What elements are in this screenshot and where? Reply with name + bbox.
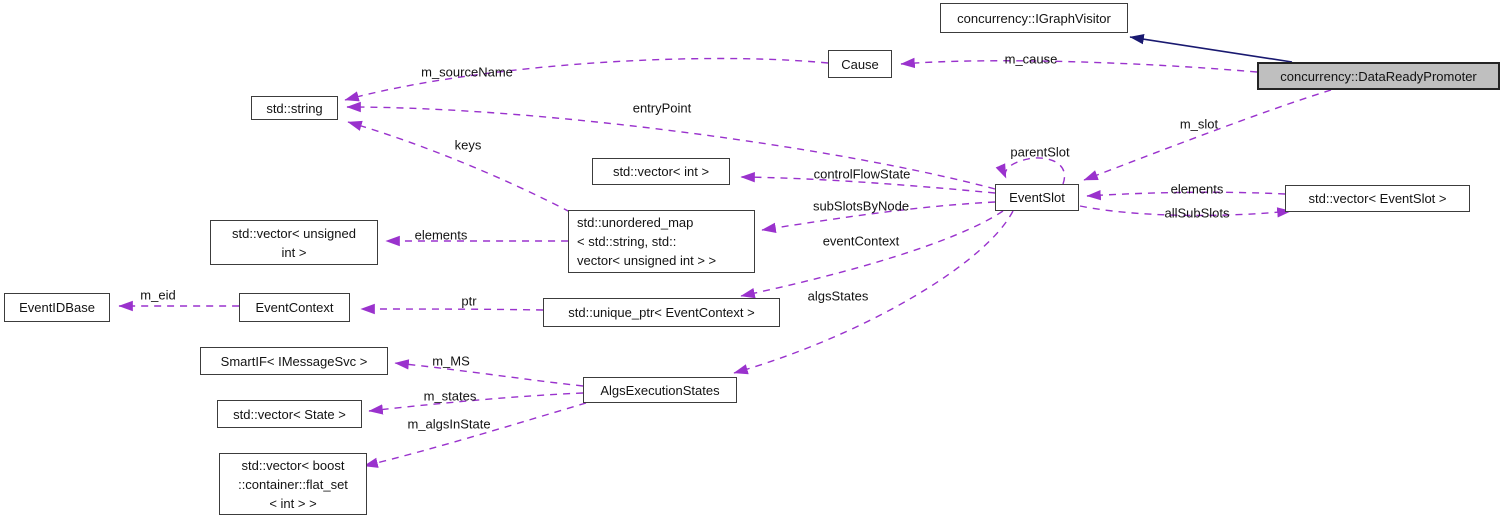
edge-ptr [360,303,544,315]
node-std-vector-int[interactable]: std::vector< int > [592,158,730,185]
edge-m-source-name [344,57,829,102]
edge-label-m-ms: m_MS [432,353,470,369]
node-std-vector-eventslot[interactable]: std::vector< EventSlot > [1285,185,1470,212]
node-concurrency-datareadypromoter[interactable]: concurrency::DataReadyPromoter [1257,62,1500,90]
edge-m-algs-in-state [363,402,587,468]
edge-all-sub-slots [1079,205,1292,218]
edge-label-parent-slot: parentSlot [1010,144,1070,160]
edge-label-elements-left: elements [414,227,468,243]
node-smartif-imessagesvc[interactable]: SmartIF< IMessageSvc > [200,347,388,375]
edge-entry-point [346,101,996,190]
node-std-string[interactable]: std::string [251,96,338,120]
node-std-vector-boost-flat-set[interactable]: std::vector< boost ::container::flat_set… [219,453,367,515]
edge-m-slot [1083,89,1332,181]
node-eventslot[interactable]: EventSlot [995,184,1079,211]
node-algsexecutionstates[interactable]: AlgsExecutionStates [583,377,737,403]
edge-sub-slots-by-node [761,201,996,233]
node-eventcontext[interactable]: EventContext [239,293,350,322]
edge-label-algs-states: algsStates [807,288,869,304]
edge-label-ptr: ptr [461,293,477,309]
edge-label-m-slot: m_slot [1179,116,1219,132]
edge-label-m-source-name: m_sourceName [421,64,513,80]
node-std-unique-ptr-eventcontext[interactable]: std::unique_ptr< EventContext > [543,298,780,327]
edge-label-entry-point: entryPoint [632,100,692,116]
edge-label-keys: keys [454,137,482,153]
edge-label-all-sub-slots: allSubSlots [1164,205,1230,221]
edge-elements-right [1086,189,1286,201]
edge-algs-states [733,210,1014,375]
node-std-vector-state[interactable]: std::vector< State > [217,400,362,428]
edge-label-control-flow-state: controlFlowState [813,166,911,182]
edge-label-m-states: m_states [423,388,477,404]
edge-m-ms [394,359,584,387]
node-eventidbase[interactable]: EventIDBase [4,293,110,322]
edge-event-context [740,210,1004,299]
edge-m-cause [900,57,1258,73]
edge-parent-slot-loop [995,157,1066,185]
edge-control-flow-state [740,171,996,194]
node-concurrency-igraphvisitor[interactable]: concurrency::IGraphVisitor [940,3,1128,33]
edge-inherits-igraphvisitor [1129,33,1293,63]
node-std-vector-unsigned-int[interactable]: std::vector< unsigned int > [210,220,378,265]
edge-m-states [368,392,584,415]
node-cause[interactable]: Cause [828,50,892,78]
edge-keys [347,120,571,213]
node-std-unordered-map[interactable]: std::unordered_map < std::string, std:: … [568,210,755,273]
edge-label-event-context: eventContext [822,233,900,249]
edge-label-sub-slots-by-node: subSlotsByNode [812,198,910,214]
edge-label-m-cause: m_cause [1004,51,1058,67]
edge-label-m-eid: m_eid [140,287,176,303]
edge-label-m-algs-in-state: m_algsInState [407,416,491,432]
edge-label-elements-right: elements [1170,181,1224,197]
